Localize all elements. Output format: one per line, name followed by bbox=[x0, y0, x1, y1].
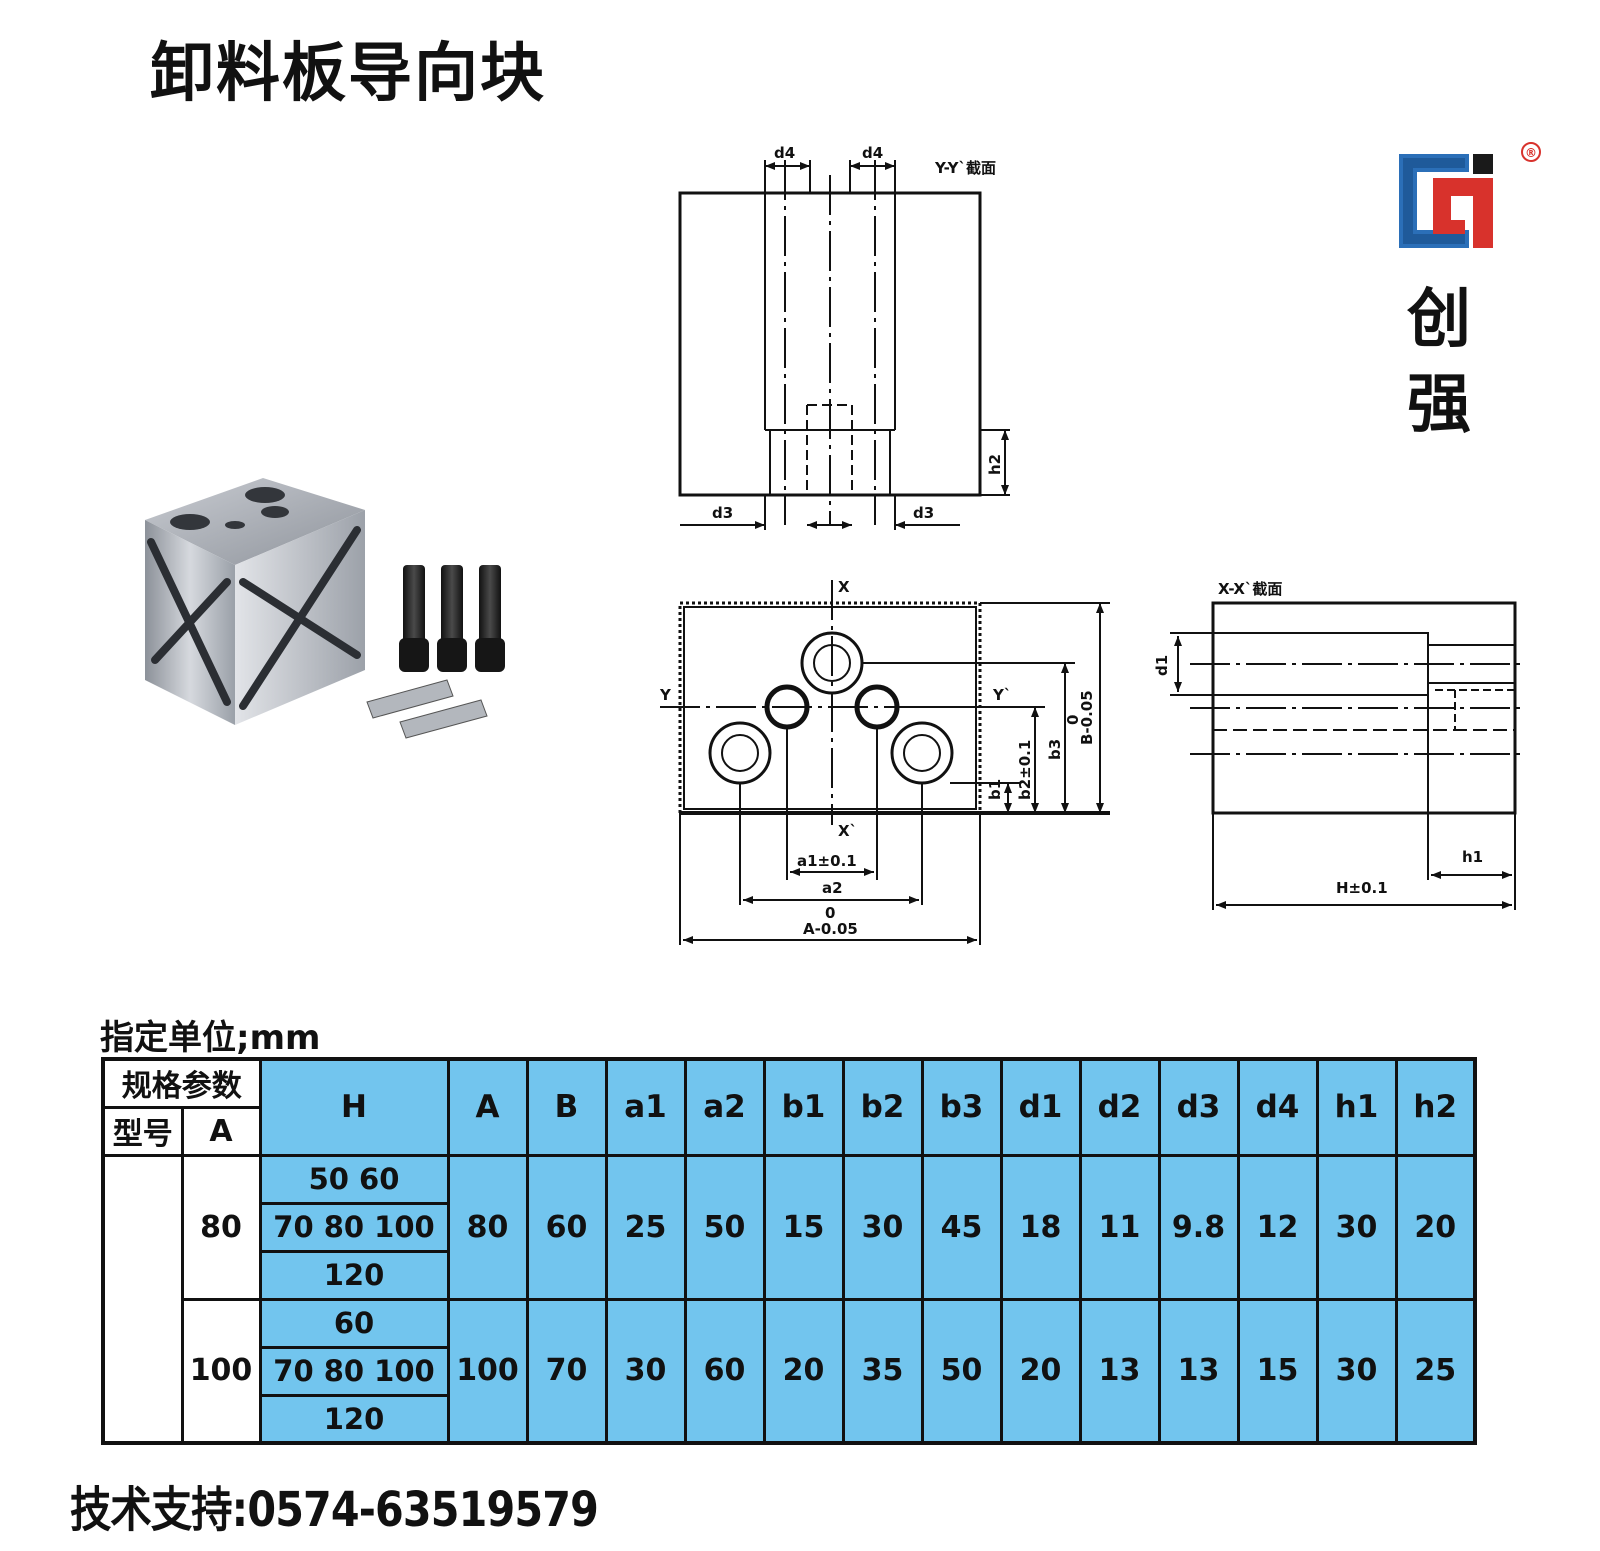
brand-logo: ® 创 强 bbox=[1385, 138, 1545, 448]
dim-label-d3-right: d3 bbox=[913, 504, 934, 522]
oil-groove bbox=[239, 526, 361, 710]
h-value-cell: 70 80 100 bbox=[258, 1201, 450, 1253]
spec-table: 规格参数 H A B a1 a2 b1 b2 b3 d1 d2 d3 d4 h1… bbox=[101, 1057, 1477, 1445]
dowel-pin bbox=[399, 699, 488, 739]
brand-emblem-icon: ® bbox=[1399, 142, 1541, 248]
unit-label: 指定单位;mm bbox=[100, 1018, 321, 1058]
table-cell: 15 bbox=[762, 1153, 845, 1301]
dim-label-d3-left: d3 bbox=[712, 504, 733, 522]
dim-label-a1: a1±0.1 bbox=[797, 852, 857, 870]
registered-mark: ® bbox=[1525, 146, 1537, 160]
dim-label-b1: b1 bbox=[986, 779, 1004, 800]
table-cell: 45 bbox=[920, 1153, 1003, 1301]
support-phone: 技术支持:0574-63519579 bbox=[70, 1482, 599, 1538]
table-cell: 80 bbox=[446, 1153, 529, 1301]
bolt bbox=[437, 565, 467, 672]
oil-groove bbox=[151, 578, 231, 664]
table-cell: 20 bbox=[999, 1297, 1082, 1445]
table-cell: 60 bbox=[683, 1297, 766, 1445]
table-cell: 11 bbox=[1078, 1153, 1161, 1301]
table-cell: 50 bbox=[920, 1297, 1003, 1445]
table-cell: 35 bbox=[841, 1297, 924, 1445]
dim-label-h: H±0.1 bbox=[1336, 879, 1388, 897]
h-value-cell: 120 bbox=[258, 1249, 450, 1301]
col-header-d3: d3 bbox=[1157, 1057, 1240, 1157]
dim-label-h1: h1 bbox=[1462, 848, 1483, 866]
table-cell: 20 bbox=[1394, 1153, 1477, 1301]
table-cell: 18 bbox=[999, 1153, 1082, 1301]
col-header-a2: a2 bbox=[683, 1057, 766, 1157]
table-cell: 30 bbox=[1315, 1153, 1398, 1301]
col-header-b2: b2 bbox=[841, 1057, 924, 1157]
col-header-h2: h2 bbox=[1394, 1057, 1477, 1157]
dim-label-a2: a2 bbox=[822, 879, 843, 897]
corner-spec-label: 规格参数 bbox=[101, 1057, 262, 1109]
corner-model-label: 型号 bbox=[101, 1105, 184, 1157]
col-header-b3: b3 bbox=[920, 1057, 1003, 1157]
col-header-b: B bbox=[525, 1057, 608, 1157]
bolt bbox=[399, 565, 429, 672]
h-value-cell: 120 bbox=[258, 1393, 450, 1445]
brand-char-1: 创 bbox=[1407, 283, 1471, 357]
dim-label-d4-left: d4 bbox=[774, 144, 795, 162]
table-cell: 25 bbox=[1394, 1297, 1477, 1445]
bolt bbox=[475, 565, 505, 672]
dim-label-a-tolerance: A-0.05 bbox=[803, 920, 858, 938]
col-header-a1: a1 bbox=[604, 1057, 687, 1157]
col-header-d1: d1 bbox=[999, 1057, 1082, 1157]
table-cell: 30 bbox=[841, 1153, 924, 1301]
table-cell: 60 bbox=[525, 1153, 608, 1301]
table-cell: 70 bbox=[525, 1297, 608, 1445]
table-cell: 20 bbox=[762, 1297, 845, 1445]
a-value-cell: 100 bbox=[180, 1297, 262, 1445]
col-header-h1: h1 bbox=[1315, 1057, 1398, 1157]
page-title: 卸料板导向块 bbox=[150, 37, 546, 111]
dim-label-a-zero: 0 bbox=[825, 904, 835, 922]
axis-label-y-prime: Y` bbox=[992, 686, 1011, 704]
a-value-cell: 80 bbox=[180, 1153, 262, 1301]
technical-drawing: d4 d4 Y-Y`截面 d3 d3 h2 X X` Y Y` b1 b2±0.… bbox=[659, 144, 1525, 945]
table-cell: 50 bbox=[683, 1153, 766, 1301]
dim-label-d1: d1 bbox=[1153, 655, 1171, 676]
dim-label-d4-right: d4 bbox=[862, 144, 883, 162]
product-photo bbox=[145, 478, 505, 739]
yy-section-label: Y-Y`截面 bbox=[934, 159, 996, 177]
table-cell: 13 bbox=[1157, 1297, 1240, 1445]
h-value-cell: 70 80 100 bbox=[258, 1345, 450, 1397]
axis-label-x-prime: X` bbox=[838, 822, 857, 840]
brand-char-2: 强 bbox=[1407, 368, 1471, 442]
dim-label-h2: h2 bbox=[986, 454, 1004, 475]
axis-label-x: X bbox=[838, 578, 850, 596]
col-header-d2: d2 bbox=[1078, 1057, 1161, 1157]
dim-label-b3: b3 bbox=[1046, 739, 1064, 760]
table-cell: 15 bbox=[1236, 1297, 1319, 1445]
dim-label-b-tolerance: B-0.05 bbox=[1078, 690, 1096, 745]
table-cell: 25 bbox=[604, 1153, 687, 1301]
col-header-h: H bbox=[258, 1057, 450, 1157]
h-value-cell: 50 60 bbox=[258, 1153, 450, 1205]
table-cell: 30 bbox=[604, 1297, 687, 1445]
table-cell: 9.8 bbox=[1157, 1153, 1240, 1301]
h-value-cell: 60 bbox=[258, 1297, 450, 1349]
block-top-face bbox=[145, 478, 365, 565]
col-header-a: A bbox=[446, 1057, 529, 1157]
dowel-pin bbox=[366, 679, 454, 719]
table-cell: 30 bbox=[1315, 1297, 1398, 1445]
xx-section-label: X-X`截面 bbox=[1218, 580, 1282, 598]
dim-label-b-zero: 0 bbox=[1064, 715, 1082, 725]
model-cell bbox=[101, 1153, 184, 1445]
col-header-d4: d4 bbox=[1236, 1057, 1319, 1157]
table-cell: 13 bbox=[1078, 1297, 1161, 1445]
dim-label-b2: b2±0.1 bbox=[1016, 740, 1034, 800]
col-header-b1: b1 bbox=[762, 1057, 845, 1157]
table-cell: 100 bbox=[446, 1297, 529, 1445]
corner-a-label: A bbox=[180, 1105, 262, 1157]
table-cell: 12 bbox=[1236, 1153, 1319, 1301]
axis-label-y: Y bbox=[659, 686, 672, 704]
